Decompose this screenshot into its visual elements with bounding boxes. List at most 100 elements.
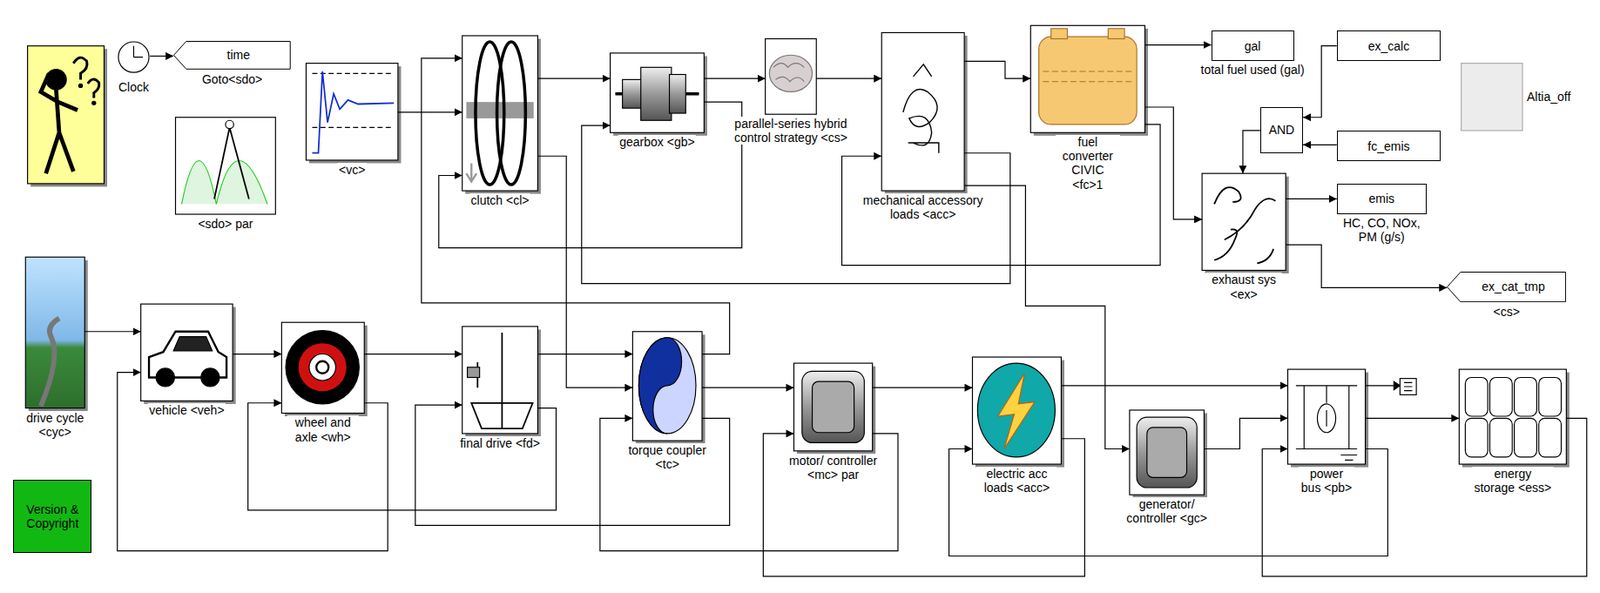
thinking-figure-icon xyxy=(40,73,78,174)
block-label: drive cycle <cyc> xyxy=(19,411,91,439)
thinking-figure-icon xyxy=(78,83,82,88)
sdo-par-icon xyxy=(214,127,250,199)
block-label: exhaust sys <ex> xyxy=(1206,272,1283,301)
signal-block: fc_emis xyxy=(1336,130,1441,162)
engine-icon xyxy=(1030,25,1148,136)
engine-icon xyxy=(1042,71,1133,82)
electric-loads-icon xyxy=(998,373,1035,450)
drive-cycle-icon xyxy=(25,256,88,412)
power-bus-icon xyxy=(1288,369,1370,467)
gearbox-icon xyxy=(610,53,708,136)
clutch-icon xyxy=(465,162,477,182)
signal-line xyxy=(84,330,141,332)
electric-loads-icon xyxy=(977,363,1055,458)
motor-icon xyxy=(793,363,872,452)
wheel-icon xyxy=(281,322,365,413)
power-bus-icon xyxy=(1316,404,1336,433)
simulink-block: drive cycle <cyc> xyxy=(25,256,85,408)
block-label: vehicle <veh> xyxy=(148,403,225,418)
simulink-block: fuel converter CIVIC <fc>1 xyxy=(1030,25,1145,133)
exhaust-icon xyxy=(1201,173,1286,271)
thinking-figure-icon xyxy=(92,101,96,105)
signal-line xyxy=(1302,46,1337,118)
vehicle-icon xyxy=(141,303,233,401)
drive-cycle-icon xyxy=(40,318,60,407)
signal-line xyxy=(1060,384,1288,386)
electric-loads-icon xyxy=(972,357,1064,468)
block-label: electric acc loads <acc> xyxy=(976,466,1057,495)
engine-icon xyxy=(1051,28,1068,40)
vc-scope-icon xyxy=(305,63,398,161)
simulink-block: wheel and axle <wh> xyxy=(281,322,365,413)
display-terminator xyxy=(1393,381,1400,390)
generator-icon xyxy=(1147,427,1188,478)
simulink-block: final drive <fd> xyxy=(462,326,539,434)
motor-icon xyxy=(793,363,876,454)
signal-line xyxy=(1285,244,1447,288)
generator-icon xyxy=(1136,417,1197,488)
power-bus-icon xyxy=(1296,385,1357,461)
battery-icon xyxy=(1489,377,1513,417)
block-caption: total fuel used (gal) xyxy=(1200,62,1306,77)
clock-icon xyxy=(118,41,149,73)
goto-outline xyxy=(174,40,291,69)
display-terminator xyxy=(1404,382,1412,391)
battery-icon xyxy=(1514,377,1538,417)
simulink-block: <sdo> par xyxy=(175,117,277,215)
vc-scope-icon xyxy=(305,63,401,164)
signal-line xyxy=(1262,418,1587,577)
block-label: gal xyxy=(1244,39,1262,54)
signal-line xyxy=(1285,198,1337,200)
info-block: Version & Copyright xyxy=(13,479,92,554)
wheel-icon xyxy=(309,354,336,381)
battery-icon xyxy=(1514,418,1538,458)
signal-line xyxy=(421,58,730,355)
simulink-block: energy storage <ess> xyxy=(1458,369,1567,465)
goto-tag: ex_cat_tmp<cs> xyxy=(1446,271,1567,303)
signal-line xyxy=(438,101,743,249)
signal-line xyxy=(537,155,633,388)
engine-icon xyxy=(1033,28,1148,136)
battery-icon xyxy=(1458,369,1567,465)
display-terminator xyxy=(1365,384,1395,386)
block-label: time xyxy=(226,47,250,62)
simulink-block: torque coupler <tc> xyxy=(632,331,703,441)
clutch-icon xyxy=(462,35,541,195)
thinking-figure-icon xyxy=(46,69,67,90)
block-label: <sdo> par xyxy=(196,216,254,231)
block-label: Clock xyxy=(117,80,150,95)
signal-line xyxy=(149,55,174,57)
power-bus-icon xyxy=(1325,410,1327,427)
battery-icon xyxy=(1539,377,1562,417)
final-drive-icon xyxy=(471,332,533,429)
gearbox-icon xyxy=(622,79,643,109)
block-label: mechanical accessory loads <acc> xyxy=(857,193,990,222)
simulink-block: vehicle <veh> xyxy=(141,303,233,401)
block-label: emis xyxy=(1369,191,1396,206)
final-drive-icon xyxy=(462,326,539,434)
engine-icon xyxy=(1107,28,1125,40)
torque-coupler-icon xyxy=(632,331,705,445)
generator-icon xyxy=(1129,410,1208,499)
goto-outline xyxy=(1447,271,1567,302)
block-caption: Goto<sdo> xyxy=(201,72,264,87)
battery-icon xyxy=(1458,369,1570,467)
display-terminator xyxy=(1399,378,1417,396)
signal-block: galtotal fuel used (gal) xyxy=(1211,30,1295,61)
sdo-par-icon xyxy=(182,161,268,205)
signal-line xyxy=(816,78,882,80)
block-label: motor/ controller <mc> par xyxy=(771,453,896,482)
signal-line xyxy=(1144,44,1211,46)
altia-switch-icon xyxy=(1461,63,1523,131)
signal-line xyxy=(872,387,973,389)
wheel-icon xyxy=(281,322,367,417)
battery-icon xyxy=(1464,377,1488,417)
simulink-block: <vc> xyxy=(305,63,398,161)
brain-icon xyxy=(765,39,817,115)
thinking-figure-icon xyxy=(27,46,108,188)
block-label: energy storage <ess> xyxy=(1471,466,1553,495)
block-label: fc_emis xyxy=(1367,138,1410,153)
block-label: torque coupler <tc> xyxy=(627,443,708,472)
sdo-par-icon xyxy=(225,120,234,129)
signal-line xyxy=(537,353,633,355)
